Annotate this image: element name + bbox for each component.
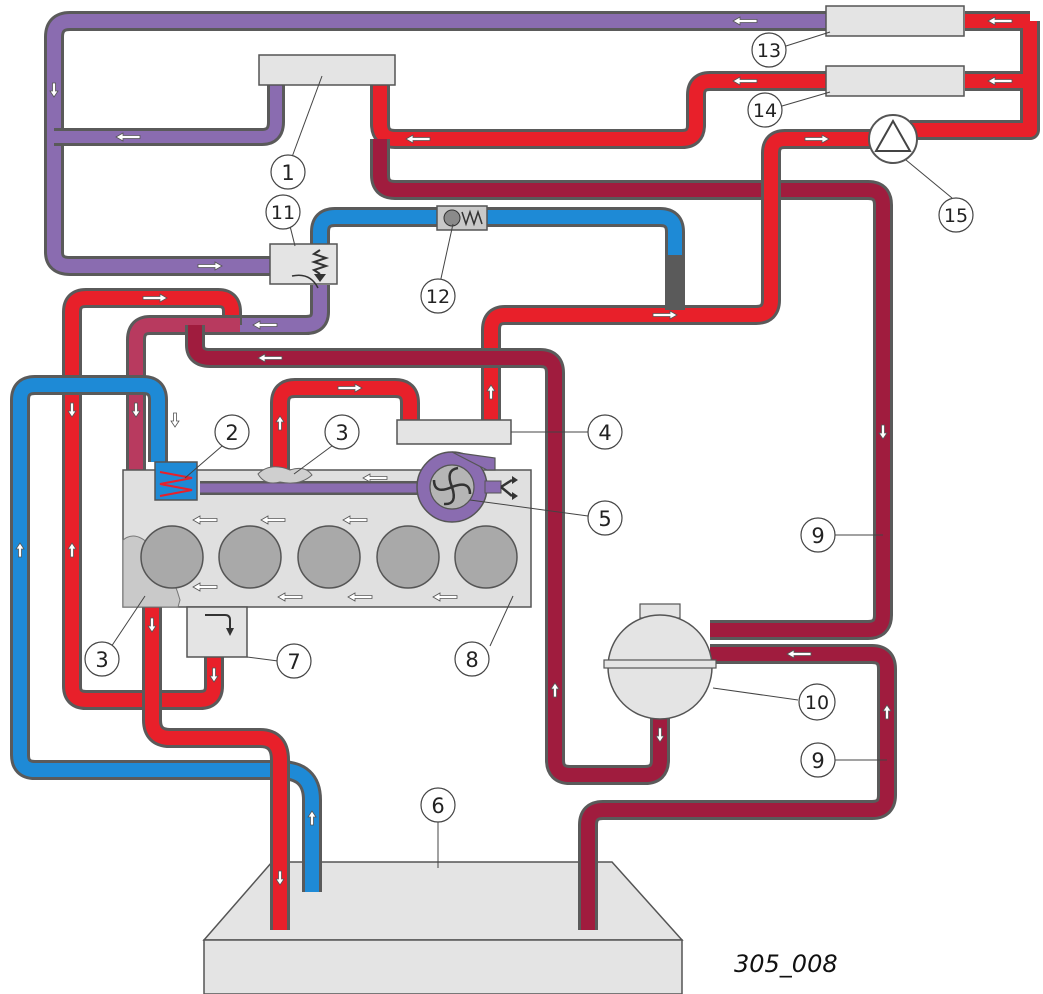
callout-label-12: 12: [426, 286, 450, 308]
coolant-pipes: [10, 11, 1040, 930]
pipe-cold-bypass: [310, 207, 685, 310]
callout-3-upper: [324, 414, 360, 450]
cylinder-5: [454, 525, 518, 589]
component-4: [396, 419, 512, 445]
callout-7: [276, 643, 312, 679]
heat-exchanger: [154, 461, 198, 501]
callout-5: [587, 500, 623, 536]
callout-label-9-upper: 9: [811, 524, 824, 548]
check-valve: [436, 205, 488, 231]
callout-8: [454, 641, 490, 677]
callout-15: [938, 197, 974, 233]
component-1: [258, 54, 396, 86]
callout-11: [265, 194, 301, 230]
callout-6: [420, 787, 456, 823]
thermostat: [269, 243, 338, 289]
callout-label-3-lower: 3: [95, 648, 108, 672]
component-13: [825, 5, 965, 37]
component-3-upper: [257, 466, 313, 484]
callouts: [84, 32, 974, 823]
cylinder-2: [218, 525, 282, 589]
callout-label-2: 2: [225, 421, 238, 445]
expansion-tank: [603, 603, 717, 720]
callout-label-8: 8: [465, 648, 478, 672]
callout-label-14: 14: [753, 100, 777, 122]
callout-1: [270, 154, 306, 190]
callout-label-5: 5: [598, 507, 611, 531]
callout-label-15: 15: [944, 205, 968, 227]
component-14: [825, 65, 965, 97]
callout-14: [747, 92, 783, 128]
callout-label-13: 13: [757, 40, 781, 62]
cylinder-1: [140, 525, 204, 589]
callout-label-4: 4: [598, 421, 611, 445]
callout-9-lower: [800, 742, 836, 778]
callout-10: [798, 683, 836, 721]
callout-2: [214, 414, 250, 450]
callout-label-11: 11: [271, 202, 295, 224]
callout-9-upper: [800, 517, 836, 553]
callout-4: [587, 414, 623, 450]
callout-label-3-upper: 3: [335, 421, 348, 445]
callout-label-9-lower: 9: [811, 749, 824, 773]
callout-label-10: 10: [805, 692, 829, 714]
callout-labels: 1 2 3 4 5 3 7 8 9 9 10 6 11 12 13 14 15: [95, 40, 968, 818]
radiator: [202, 861, 684, 994]
callout-12: [420, 278, 456, 314]
callout-label-1: 1: [281, 161, 294, 185]
cylinder-4: [376, 525, 440, 589]
leader-lines: [108, 31, 953, 868]
cylinder-3: [297, 525, 361, 589]
callout-label-6: 6: [431, 794, 444, 818]
pipe-purple-branch: [54, 84, 285, 146]
callout-13: [751, 32, 787, 68]
coolant-pump: [868, 114, 918, 164]
turbocharger: [416, 451, 518, 523]
figure-code: 305_008: [734, 950, 838, 978]
callout-label-7: 7: [287, 650, 300, 674]
callout-3-lower: [84, 641, 120, 677]
